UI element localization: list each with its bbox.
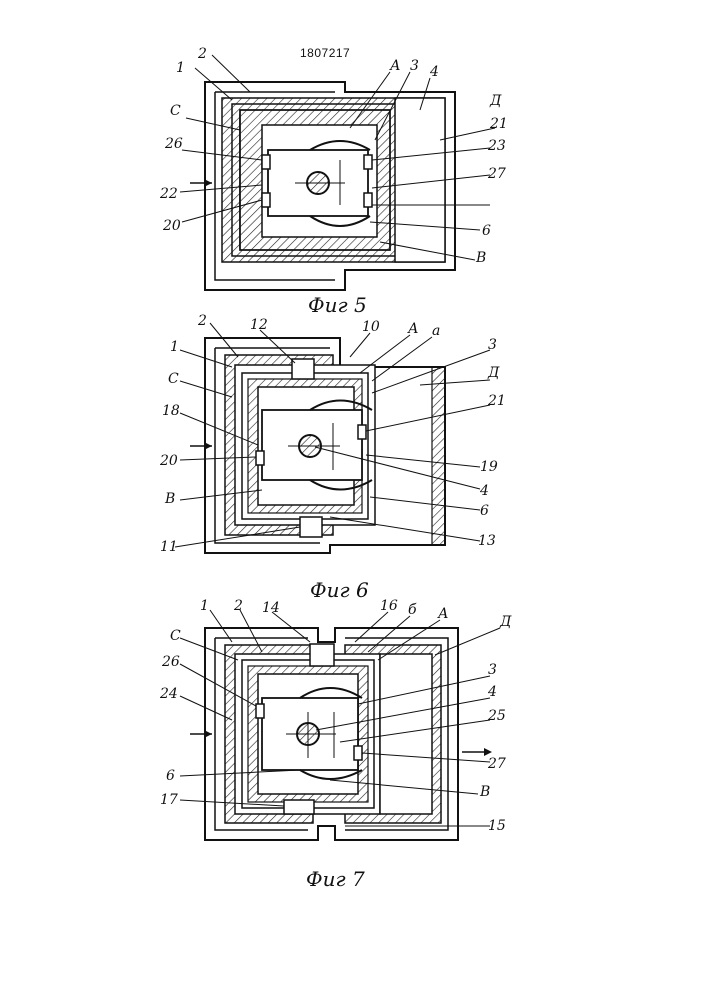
- label-C: С: [170, 103, 181, 119]
- label-2: 2: [233, 598, 243, 614]
- label-b: б: [408, 602, 417, 618]
- figure-caption: Фиг 7: [306, 867, 365, 891]
- label-20: 20: [159, 453, 178, 469]
- label-a: а: [432, 323, 440, 339]
- label-12: 12: [250, 317, 268, 333]
- label-4: 4: [487, 684, 497, 700]
- label-26: 26: [161, 654, 180, 670]
- label-2: 2: [197, 313, 207, 329]
- label-10: 10: [362, 319, 380, 335]
- label-3: 3: [488, 337, 497, 353]
- label-13: 13: [478, 533, 496, 549]
- label-27: 27: [487, 166, 506, 182]
- label-1: 1: [176, 60, 185, 76]
- label-15: 15: [488, 818, 506, 834]
- label-26: 26: [164, 136, 183, 152]
- label-18: 18: [162, 403, 180, 419]
- label-B: В: [475, 250, 486, 266]
- label-A: А: [389, 58, 401, 74]
- figure-5: 1 2 С 26 22 20 А 3 4 Д 21 23 27 6 В Фиг …: [0, 0, 707, 320]
- label-23: 23: [487, 138, 506, 154]
- label-25: 25: [487, 708, 506, 724]
- label-4: 4: [479, 483, 489, 499]
- label-B: В: [164, 491, 175, 507]
- label-6: 6: [480, 503, 489, 519]
- label-27: 27: [487, 756, 506, 772]
- label-3: 3: [410, 58, 419, 74]
- label-A: А: [407, 321, 419, 337]
- label-D: Д: [487, 365, 500, 381]
- label-17: 17: [160, 792, 178, 808]
- label-B: В: [479, 784, 490, 800]
- label-14: 14: [262, 600, 280, 616]
- figure-7: 1 2 14 16 б А Д С 26 24 3 4 25 27 6 17 В…: [0, 590, 707, 910]
- label-A: А: [437, 606, 449, 622]
- label-11: 11: [160, 539, 178, 555]
- label-C: С: [168, 371, 179, 387]
- label-3: 3: [488, 662, 497, 678]
- label-19: 19: [480, 459, 498, 475]
- label-24: 24: [159, 686, 178, 702]
- figure-6: 2 12 10 А а 1 С 18 20 В 11 3 Д 21 19 4 6…: [0, 305, 707, 605]
- label-6: 6: [482, 223, 491, 239]
- label-D: Д: [499, 614, 512, 630]
- label-21: 21: [487, 393, 506, 409]
- label-22: 22: [159, 186, 178, 202]
- label-20: 20: [162, 218, 181, 234]
- label-1: 1: [200, 598, 209, 614]
- label-2: 2: [197, 46, 207, 62]
- label-21: 21: [489, 116, 508, 132]
- label-D: Д: [489, 93, 502, 109]
- label-4: 4: [429, 64, 439, 80]
- label-16: 16: [380, 598, 398, 614]
- label-6: 6: [166, 768, 175, 784]
- label-1: 1: [170, 339, 179, 355]
- label-C: С: [170, 628, 181, 644]
